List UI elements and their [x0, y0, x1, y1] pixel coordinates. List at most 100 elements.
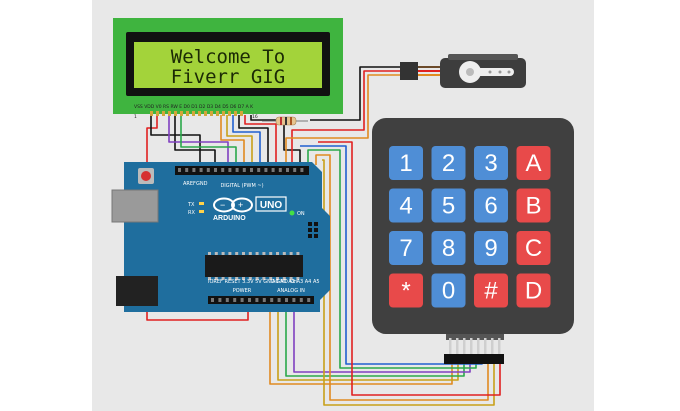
- keypad-key-5[interactable]: 5: [431, 188, 466, 223]
- servo-horn: [470, 68, 514, 76]
- wire-servo-signal: [285, 74, 404, 165]
- keypad-key-6[interactable]: 6: [474, 188, 508, 223]
- lcd-line-2: Fiverr GIG: [171, 66, 285, 88]
- atmega-chip: [205, 255, 303, 277]
- header-pin: [218, 298, 222, 302]
- keypad-pin: [491, 338, 494, 356]
- keypad-key-label: 6: [484, 193, 497, 220]
- chip-pin: [262, 277, 266, 280]
- keypad-key-0[interactable]: 0: [431, 273, 466, 308]
- keypad-pin: [449, 338, 452, 356]
- keypad-key-b[interactable]: B: [516, 188, 551, 223]
- wire-backlight-red: [244, 115, 277, 165]
- chip-pin: [208, 252, 211, 255]
- keypad-key-label: *: [401, 278, 410, 305]
- lcd-pin: [156, 111, 159, 116]
- header-pin: [277, 298, 281, 302]
- chip-pin: [214, 277, 218, 280]
- chip-pin: [282, 277, 286, 280]
- header-pin: [307, 298, 311, 302]
- keypad-key-label: 0: [442, 278, 455, 305]
- rx-label: RX: [188, 210, 195, 216]
- icsp-pin: [314, 228, 318, 232]
- wire-keypad-9: [318, 141, 501, 396]
- wires: [146, 66, 501, 406]
- chip-pin: [235, 252, 239, 255]
- lcd-pin: [222, 111, 225, 116]
- wire-d7-black: [238, 115, 269, 165]
- wire-d6-blue: [232, 115, 261, 165]
- lcd-pin-right-number: 16: [252, 114, 258, 120]
- wire-rs-purple: [168, 115, 229, 165]
- wire-servo-vcc: [291, 70, 404, 165]
- icsp-header: [308, 222, 318, 238]
- keypad-key-label: 8: [442, 235, 455, 262]
- lcd-pin: [180, 111, 183, 116]
- keypad-key-d[interactable]: D: [516, 273, 551, 308]
- digital-pin: [271, 168, 275, 172]
- keypad-key-face: [431, 231, 466, 265]
- digital-pin: [278, 168, 282, 172]
- keypad-key-1[interactable]: 1: [389, 146, 423, 180]
- keypad-key-face: [516, 231, 551, 265]
- keypad-connector: [449, 338, 501, 356]
- keypad-pin: [498, 338, 501, 356]
- digital-pin: [257, 168, 261, 172]
- header-pin: [299, 298, 303, 302]
- wire-keypad-2: [277, 300, 459, 381]
- keypad-key-7[interactable]: 7: [389, 231, 423, 265]
- lcd-pin-left-number: 1: [134, 114, 137, 120]
- keypad-key-face: [389, 146, 423, 180]
- keypad-key-hash[interactable]: #: [474, 273, 508, 308]
- keypad-key-9[interactable]: 9: [474, 231, 508, 265]
- wire-backlight-black: [250, 115, 301, 165]
- keypad-key-a[interactable]: A: [516, 146, 551, 180]
- keypad-key-face: [431, 273, 466, 308]
- keypad-key-label: #: [484, 278, 498, 305]
- aref-label: AREF: [183, 181, 196, 187]
- keypad-key-3[interactable]: 3: [474, 146, 508, 180]
- keypad-key-star[interactable]: *: [389, 273, 423, 308]
- chip-pin: [214, 252, 218, 255]
- chip-pin: [289, 252, 293, 255]
- keypad-pin: [477, 338, 480, 356]
- keypad-pin: [463, 338, 466, 356]
- arduino-model: UNO: [260, 200, 282, 211]
- chip-pin: [242, 252, 245, 255]
- lcd-pin: [216, 111, 219, 116]
- keypad-key-c[interactable]: C: [516, 231, 551, 265]
- lcd-pin-labels: VSS VDD V0 RS RW E D0 D1 D2 D3 D4 D5 D6 …: [134, 104, 254, 110]
- header-pin: [292, 298, 296, 302]
- lcd-pin-row: [150, 111, 243, 116]
- keypad-key-label: 9: [484, 235, 497, 262]
- keypad-key-8[interactable]: 8: [431, 231, 466, 265]
- resistor: [262, 116, 308, 126]
- digital-pin: [192, 168, 196, 172]
- keypad-key-label: A: [525, 150, 541, 177]
- icsp-pin: [314, 234, 318, 238]
- lcd-pin: [228, 111, 231, 116]
- header-pin: [262, 298, 266, 302]
- arduino-logo: − +: [213, 197, 253, 213]
- lcd-pin: [198, 111, 201, 116]
- chip-pin: [248, 277, 252, 280]
- keypad-key-label: 1: [399, 150, 412, 177]
- lcd-pin: [150, 111, 153, 116]
- digital-pin: [228, 168, 232, 172]
- servo-connector: [400, 62, 418, 80]
- power-header: [208, 296, 268, 304]
- lcd-pin: [234, 111, 237, 116]
- keypad-key-4[interactable]: 4: [389, 188, 423, 223]
- icsp-pin: [314, 222, 318, 226]
- lcd-pin: [162, 111, 165, 116]
- analog-header: [268, 296, 314, 304]
- digital-pin: [214, 168, 217, 172]
- keypad-key-2[interactable]: 2: [431, 146, 466, 180]
- header-pin: [211, 298, 214, 302]
- lcd-pin: [186, 111, 189, 116]
- digital-pin: [221, 168, 225, 172]
- chip-pin: [276, 277, 279, 280]
- chip-pin: [255, 277, 259, 280]
